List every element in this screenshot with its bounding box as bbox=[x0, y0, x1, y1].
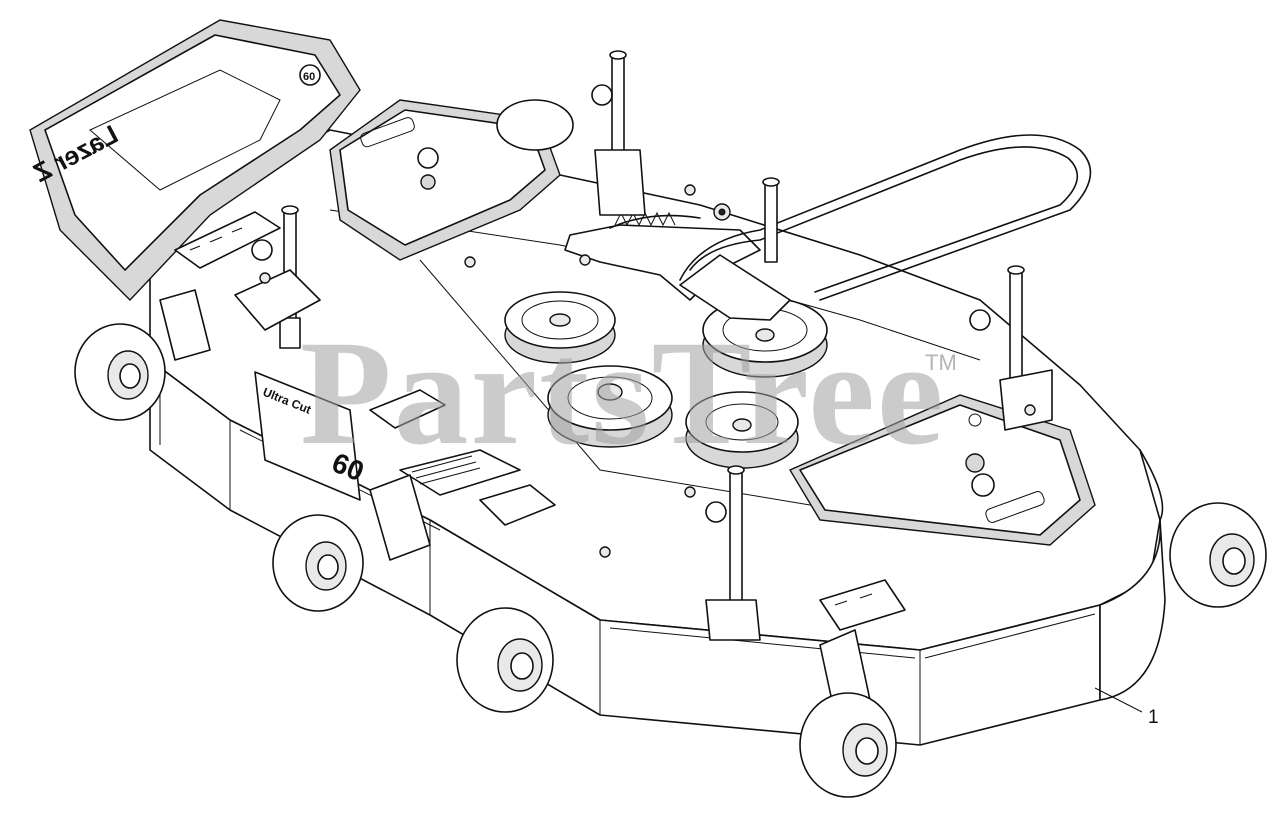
watermark-trademark: TM bbox=[925, 350, 957, 375]
size-badge-housing: 60 bbox=[303, 71, 315, 83]
wheel-5 bbox=[1169, 502, 1267, 608]
watermark: PartsTree bbox=[300, 310, 946, 476]
pulley-3 bbox=[685, 391, 799, 469]
pulley-2 bbox=[547, 365, 673, 448]
drive-belt bbox=[679, 134, 1092, 301]
pin-front bbox=[705, 465, 761, 641]
center-belt-cover bbox=[329, 99, 561, 261]
wheel-3 bbox=[456, 607, 554, 713]
decals: Ultra Cut 60 bbox=[174, 211, 906, 631]
callout-label-1: 1 bbox=[1148, 707, 1159, 728]
height-pins bbox=[251, 50, 1053, 641]
pin-back bbox=[762, 177, 780, 263]
pulley-1 bbox=[504, 291, 616, 364]
wheel-1 bbox=[74, 323, 166, 421]
bolts bbox=[259, 184, 1036, 558]
caster-wheels bbox=[74, 99, 1267, 798]
wheel-back bbox=[496, 99, 574, 151]
pin-center bbox=[591, 50, 646, 216]
right-belt-cover bbox=[788, 394, 1096, 546]
wheel-4 bbox=[799, 692, 897, 798]
callout-leader-1 bbox=[1094, 687, 1143, 713]
left-spindle-housing: Lazer Z 60 bbox=[28, 19, 361, 302]
wheel-2 bbox=[272, 514, 364, 612]
pin-right bbox=[969, 265, 1053, 431]
caster-brackets bbox=[159, 289, 871, 716]
